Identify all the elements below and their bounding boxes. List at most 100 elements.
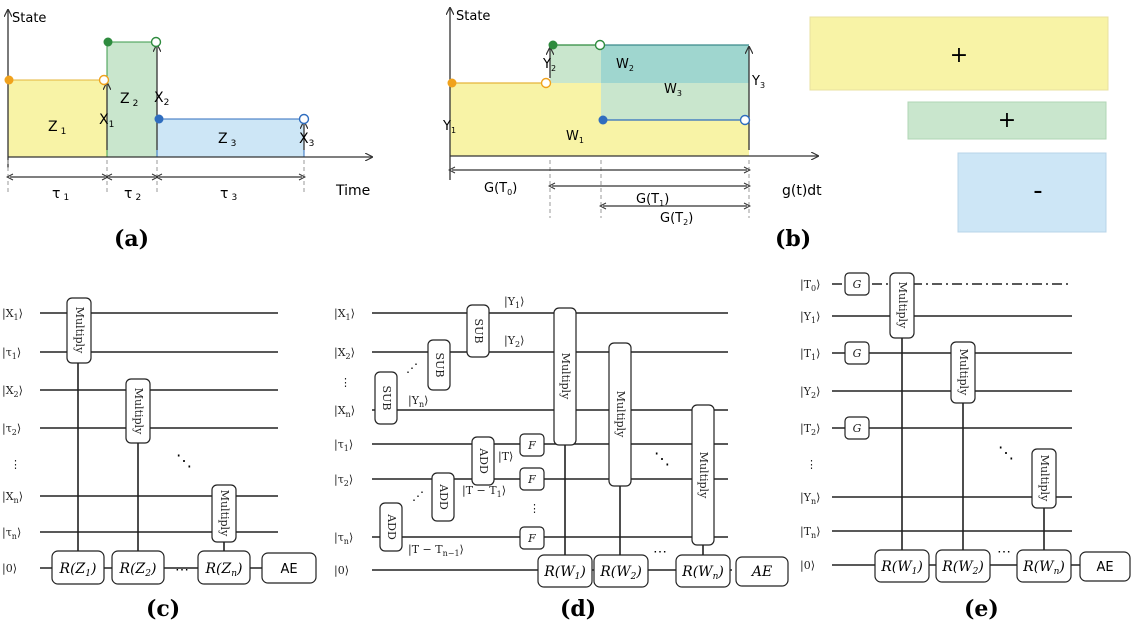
e-input-t2: |T2⟩ <box>800 422 820 437</box>
svg-text:AE: AE <box>1096 560 1113 575</box>
e-g-gate-2: G <box>844 416 870 440</box>
label-y3: Y3 <box>751 74 765 90</box>
dot-a-orange <box>4 75 14 85</box>
d-f-n: F <box>519 526 545 550</box>
svg-text:F: F <box>527 439 536 452</box>
open-dot-b-green <box>594 39 606 51</box>
e-input-tn: |Tn⟩ <box>800 525 821 540</box>
e-input-vdots: ⋮ <box>806 458 817 471</box>
panel-label-a: (a) <box>114 226 149 252</box>
area-y2-green <box>550 45 601 83</box>
region-z1 <box>7 79 108 158</box>
e-input-zero: |0⟩ <box>800 559 815 573</box>
d-multiply-2: Multiply <box>608 342 632 487</box>
svg-text:R(Z2): R(Z2) <box>119 561 157 579</box>
svg-text:G: G <box>853 422 862 435</box>
e-g-gate-0: G <box>844 272 870 296</box>
open-dot-b-orange <box>540 77 552 89</box>
open-dot-a-blue <box>298 113 310 125</box>
svg-text:R(Wn): R(Wn) <box>681 564 724 582</box>
c-rotation-1: R(Z1) <box>51 550 105 585</box>
open-dot-b-blue <box>739 114 751 126</box>
svg-text:AE: AE <box>750 564 772 580</box>
d-multiply-1: Multiply <box>553 307 577 446</box>
d-input-zero: |0⟩ <box>334 564 349 578</box>
c-input-x2: |X2⟩ <box>2 384 23 399</box>
d-sub-n: SUB <box>374 371 398 425</box>
svg-text:Multiply: Multiply <box>957 349 970 396</box>
e-input-y1: |Y1⟩ <box>800 310 820 325</box>
region-z3 <box>156 118 305 158</box>
e-multiply-n: Multiply <box>1031 448 1057 509</box>
d-rotation-n: R(Wn) <box>675 554 731 588</box>
d-add-2: ADD <box>431 472 455 522</box>
d-input-xn: |Xn⟩ <box>334 404 355 419</box>
d-rotation-1: R(W1) <box>537 554 593 588</box>
dot-b-orange <box>447 78 457 88</box>
d-input-vdots: ⋮ <box>340 376 351 389</box>
d-out-y1: |Y1⟩ <box>504 295 524 310</box>
y-axis-label-b: State <box>456 9 490 24</box>
c-hdots: ⋯ <box>175 562 189 578</box>
d-out-yn: |Yn⟩ <box>408 394 428 409</box>
label-x1: X1 <box>99 112 114 130</box>
label-g-t2: G(T2) <box>660 211 693 227</box>
d-f-vdots: ⋮ <box>529 502 540 515</box>
svg-text:SUB: SUB <box>472 319 485 344</box>
d-input-tn: |τn⟩ <box>334 531 353 546</box>
svg-text:R(Zn): R(Zn) <box>205 561 243 579</box>
svg-text:G: G <box>853 347 862 360</box>
dot-a-green <box>103 37 113 47</box>
area-w3-green <box>601 83 749 120</box>
svg-text:Multiply: Multiply <box>73 307 86 354</box>
svg-text:R(Wn): R(Wn) <box>1022 559 1065 577</box>
svg-text:Multiply: Multiply <box>218 490 231 537</box>
svg-text:R(W1): R(W1) <box>880 559 923 577</box>
svg-text:Multiply: Multiply <box>614 391 627 438</box>
d-input-x1: |X1⟩ <box>334 307 355 322</box>
d-f-2: F <box>519 467 545 491</box>
label-y1: Y1 <box>442 119 456 135</box>
d-input-x2: |X2⟩ <box>334 346 355 361</box>
e-rotation-2: R(W2) <box>935 549 991 583</box>
d-out-t: |T⟩ <box>498 450 513 464</box>
svg-text:Multiply: Multiply <box>896 282 909 329</box>
panel-c: Multiply Multiply Multiply R(Z1) R(Z2) R… <box>2 297 317 622</box>
d-out-y2: |Y2⟩ <box>504 334 524 349</box>
label-y2: Y2 <box>542 57 556 73</box>
d-out-tn: |T − Tn−1⟩ <box>408 543 464 558</box>
e-multiply-2: Multiply <box>950 341 976 404</box>
c-diag-dots: ⋱ <box>176 451 192 470</box>
region-z2 <box>106 41 158 158</box>
sign-minus: - <box>1033 176 1042 206</box>
c-input-vdots: ⋮ <box>10 458 21 471</box>
dot-b-blue <box>598 115 608 125</box>
svg-text:Multiply: Multiply <box>1038 455 1051 502</box>
svg-text:ADD: ADD <box>437 483 450 510</box>
panel-label-b: (b) <box>775 226 811 252</box>
c-input-x1: |X1⟩ <box>2 307 23 322</box>
label-x2: X2 <box>154 90 169 108</box>
d-sub-2: SUB <box>427 339 451 391</box>
c-input-tn: |τn⟩ <box>2 526 21 541</box>
panel-label-c: (c) <box>146 596 180 622</box>
e-input-yn: |Yn⟩ <box>800 491 820 506</box>
d-sub-1: SUB <box>466 304 490 358</box>
d-out-t1: |T − T1⟩ <box>462 484 506 499</box>
c-input-t1: |τ1⟩ <box>2 346 21 361</box>
svg-text:F: F <box>527 473 536 486</box>
d-add-n: ADD <box>379 502 403 552</box>
label-w2: W2 <box>616 57 634 73</box>
area-w2-teal <box>601 45 749 83</box>
d-multiply-n: Multiply <box>691 404 715 546</box>
svg-text:ADD: ADD <box>385 513 398 540</box>
svg-text:AE: AE <box>280 562 297 577</box>
svg-text:Multiply: Multiply <box>697 452 710 499</box>
svg-text:G: G <box>853 278 862 291</box>
svg-text:R(Z1): R(Z1) <box>59 561 97 579</box>
